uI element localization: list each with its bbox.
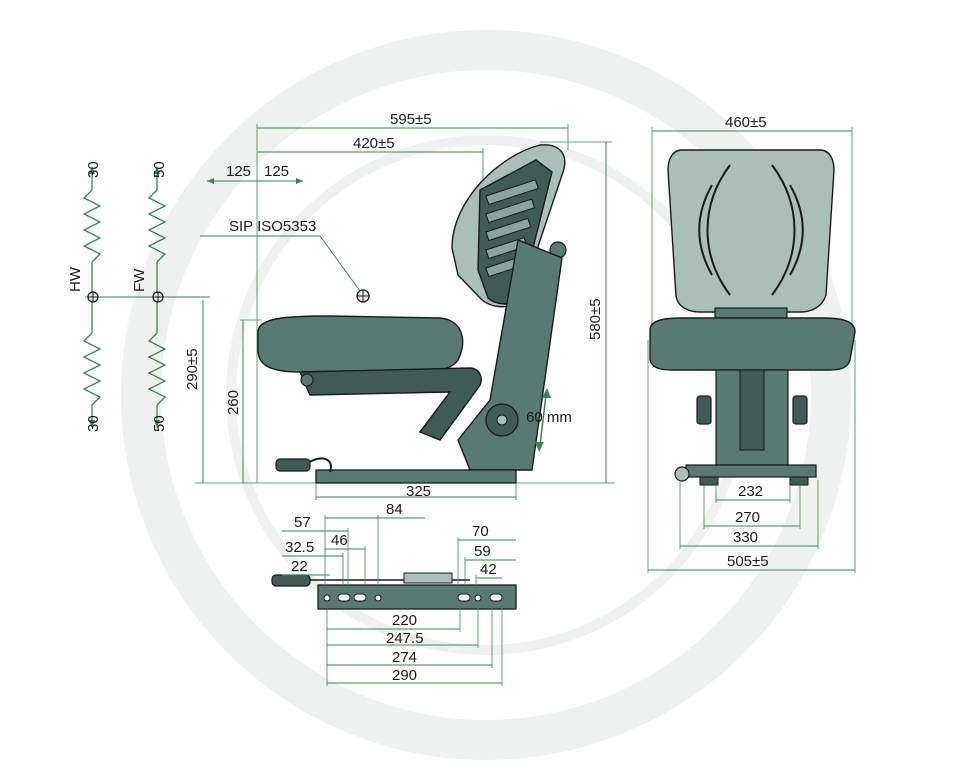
- dim-125-left: 125: [226, 163, 251, 180]
- dim-460: 460±5: [725, 114, 767, 131]
- fw-down: 50: [151, 415, 168, 432]
- rail-84: 84: [386, 501, 403, 518]
- fw-up: 50: [151, 161, 168, 178]
- rail-59: 59: [474, 543, 491, 560]
- rail-42: 42: [480, 561, 497, 578]
- seat-side-shape: [257, 144, 567, 484]
- dim-260-height: 260: [225, 390, 242, 415]
- dim-505: 505±5: [727, 553, 769, 570]
- sip-label: SIP ISO5353: [229, 218, 316, 235]
- front-view: 460±5 232 270: [647, 114, 856, 573]
- hw-spring: 30 30 HW: [67, 161, 102, 432]
- hw-up: 30: [85, 161, 102, 178]
- fw-label: FW: [131, 268, 148, 292]
- rail-274: 274: [392, 649, 417, 666]
- rail-220: 220: [392, 612, 417, 629]
- rail-290: 290: [392, 667, 417, 684]
- dim-290-height: 290±5: [184, 348, 201, 390]
- rail-247-5: 247.5: [386, 630, 424, 647]
- seat-front-shape: [649, 149, 856, 486]
- dim-232: 232: [738, 483, 763, 500]
- rail-32-5: 32.5: [285, 539, 314, 556]
- rail-view: 84 57 46 32.5 22 70 59 42 220 247.5 274 …: [271, 501, 517, 686]
- dim-580-height: 580±5: [587, 298, 604, 340]
- dim-270: 270: [735, 509, 760, 526]
- stroke-60mm: 60 mm: [526, 409, 572, 426]
- rail-22: 22: [291, 558, 308, 575]
- rail-70: 70: [472, 523, 489, 540]
- hw-down: 30: [85, 415, 102, 432]
- fw-spring: 50 50 FW: [131, 161, 168, 432]
- dim-420: 420±5: [353, 135, 395, 152]
- rail-57: 57: [294, 514, 311, 531]
- dim-125-right: 125: [264, 163, 289, 180]
- rail-46: 46: [331, 532, 348, 549]
- dim-325: 325: [406, 483, 431, 500]
- hw-label: HW: [67, 266, 84, 292]
- dim-330: 330: [733, 529, 758, 546]
- dim-595: 595±5: [390, 111, 432, 128]
- side-view: 595±5 420±5 125 125 SIP ISO5353 30: [67, 111, 615, 500]
